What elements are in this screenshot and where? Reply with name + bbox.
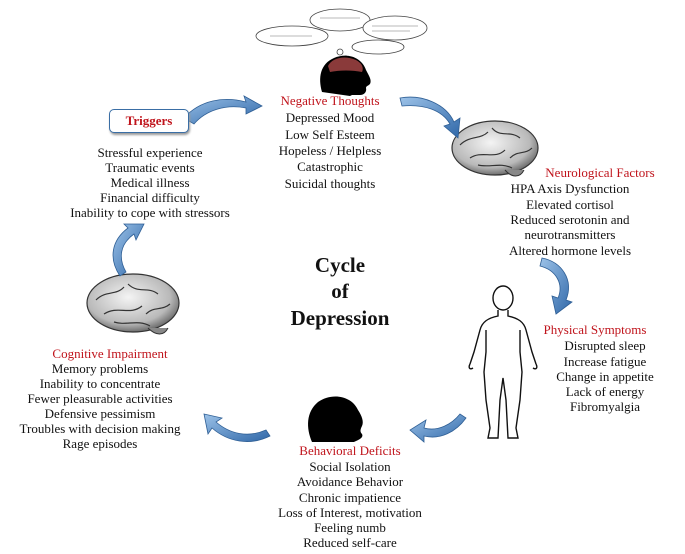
title-line-3: Depression bbox=[290, 306, 390, 330]
behavioral-deficits-heading: Behavioral Deficits bbox=[299, 443, 401, 458]
list-item: Catastrophic bbox=[297, 159, 363, 174]
list-item: Inability to concentrate bbox=[39, 376, 161, 391]
list-item: Traumatic events bbox=[105, 160, 195, 175]
list-item: Stressful experience bbox=[97, 145, 203, 160]
list-item: Memory problems bbox=[51, 361, 149, 376]
list-item: Reduced serotonin and bbox=[510, 212, 630, 227]
thought-bubble-icon bbox=[255, 8, 428, 61]
title-line-1: Cycle bbox=[314, 253, 366, 277]
list-item: Feeling numb bbox=[314, 520, 386, 535]
list-item: Increase fatigue bbox=[563, 354, 647, 369]
list-item: Chronic impatience bbox=[298, 490, 402, 505]
list-item: neurotransmitters bbox=[524, 227, 616, 242]
title-line-2: of bbox=[331, 279, 349, 303]
negative-thoughts-heading: Negative Thoughts bbox=[280, 93, 380, 108]
cycle-arrows bbox=[112, 95, 573, 443]
list-item: Hopeless / Helpless bbox=[278, 143, 382, 158]
list-item: Fewer pleasurable activities bbox=[27, 391, 173, 406]
list-item: Depressed Mood bbox=[285, 110, 375, 125]
physical-symptoms-heading: Physical Symptoms bbox=[543, 322, 647, 337]
list-item: Avoidance Behavior bbox=[296, 474, 404, 489]
list-item: Medical illness bbox=[110, 175, 190, 190]
list-item: Low Self Esteem bbox=[285, 127, 375, 142]
list-item: Inability to cope with stressors bbox=[70, 205, 230, 220]
list-item: Rage episodes bbox=[62, 436, 138, 451]
list-item: Suicidal thoughts bbox=[284, 176, 376, 191]
list-item: Troubles with decision making bbox=[19, 421, 181, 436]
head-silhouette-icon bbox=[320, 55, 371, 96]
list-item: Altered hormone levels bbox=[508, 243, 631, 258]
neurological-factors-heading: Neurological Factors bbox=[545, 165, 655, 180]
list-item: Disrupted sleep bbox=[564, 338, 646, 353]
list-item: Loss of Interest, motivation bbox=[278, 505, 422, 520]
list-item: Change in appetite bbox=[556, 369, 654, 384]
triggers-heading: Triggers bbox=[109, 109, 189, 133]
cognitive-impairment-heading: Cognitive Impairment bbox=[52, 346, 168, 361]
list-item: Defensive pessimism bbox=[44, 406, 156, 421]
list-item: Lack of energy bbox=[565, 384, 645, 399]
list-item: Elevated cortisol bbox=[526, 197, 614, 212]
head-silhouette-icon bbox=[308, 396, 363, 442]
list-item: Social Isolation bbox=[309, 459, 391, 474]
list-item: Financial difficulty bbox=[100, 190, 200, 205]
list-item: HPA Axis Dysfunction bbox=[510, 181, 630, 196]
list-item: Reduced self-care bbox=[303, 535, 397, 550]
brain-icon bbox=[451, 120, 539, 177]
human-body-outline-icon bbox=[468, 285, 538, 439]
list-item: Fibromyalgia bbox=[569, 399, 641, 414]
brain-icon bbox=[86, 273, 180, 335]
